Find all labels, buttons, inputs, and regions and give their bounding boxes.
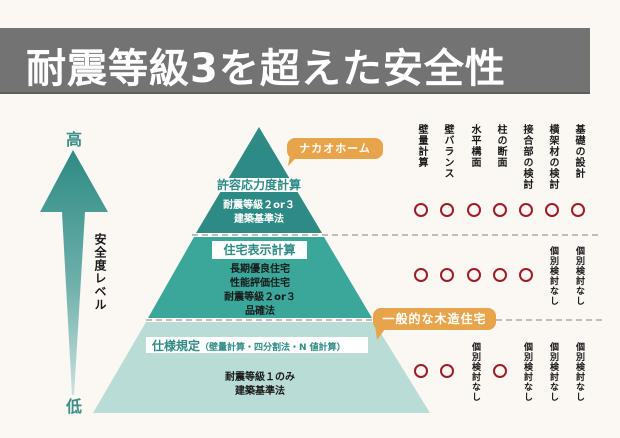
column-header: 接合部の検討 (521, 124, 532, 190)
column-header: 基礎の設計 (573, 124, 584, 179)
no-individual-review-note: 個別検討なし (548, 246, 558, 306)
check-circle-icon (493, 203, 507, 217)
tier-bottom-body: 耐震等級１のみ 建築基準法 (200, 371, 320, 399)
tier-top-line: 建築基準法 (234, 214, 284, 225)
tier-top-line: 耐震等級２or３ (223, 200, 295, 211)
tier-middle-line: 品確法 (245, 306, 275, 317)
check-circle-icon (467, 268, 481, 282)
no-individual-review-note: 個別検討なし (470, 342, 480, 402)
title-banner: 耐震等級3を超えた安全性 (0, 28, 590, 94)
tier-middle-title: 住宅表示計算 (212, 241, 307, 259)
tier-bottom-line: 建築基準法 (235, 386, 285, 397)
tier-middle-line: 性能評価住宅 (230, 278, 290, 289)
check-circle-icon (519, 203, 533, 217)
check-circle-icon (414, 364, 428, 378)
check-circle-icon (440, 203, 454, 217)
column-header: 壁量計算 (416, 124, 427, 168)
tier-bottom-title-box: 仕様規定（壁量計算・四分割法・N 値計算） (146, 337, 368, 353)
check-circle-icon (414, 203, 428, 217)
no-individual-review-note: 個別検討なし (574, 246, 584, 306)
tier-top-body: 耐震等級２or３ 建築基準法 (200, 199, 318, 227)
check-circle-icon (519, 268, 533, 282)
check-circle-icon (571, 203, 585, 217)
no-individual-review-note: 個別検討なし (522, 342, 532, 402)
tier-bottom-line: 耐震等級１のみ (225, 372, 295, 383)
tier-bottom-title: 仕様規定 (152, 339, 201, 353)
column-header: 水平構面 (469, 124, 480, 168)
check-circle-icon (440, 268, 454, 282)
column-header: 柱の断面 (495, 124, 506, 168)
tier-bottom-title-suffix: （壁量計算・四分割法・N 値計算） (200, 343, 346, 353)
no-individual-review-note: 個別検討なし (548, 342, 558, 402)
check-circle-icon (493, 268, 507, 282)
axis-title: 安全度レベル (93, 233, 107, 311)
check-circle-icon (545, 203, 559, 217)
callout-general-wooden-house: 一般的な木造住宅 (373, 308, 496, 330)
check-circle-icon (414, 268, 428, 282)
check-circle-icon (467, 203, 481, 217)
tier-top-bg: 許容応力度計算 (212, 177, 306, 194)
check-circle-icon (493, 364, 507, 378)
safety-level-arrow-icon (40, 150, 108, 395)
tier-middle-line: 長期優良住宅 (230, 264, 290, 275)
tier-middle-shape (148, 237, 372, 318)
tier-top-title: 許容応力度計算 (215, 178, 302, 192)
column-header: 横架材の検討 (547, 124, 558, 190)
page-title: 耐震等級3を超えた安全性 (26, 46, 506, 92)
check-circle-icon (440, 364, 454, 378)
column-header: 壁バランス (442, 124, 453, 179)
no-individual-review-note: 個別検討なし (574, 342, 584, 402)
tier-middle-line: 耐震等級２or３ (224, 292, 296, 303)
tier-middle-body: 長期優良住宅 性能評価住宅 耐震等級２or３ 品確法 (200, 263, 320, 319)
axis-high-label: 高 (66, 130, 83, 149)
callout-nakao-home: ナカオホーム (287, 138, 383, 159)
axis-low-label: 低 (66, 397, 83, 416)
